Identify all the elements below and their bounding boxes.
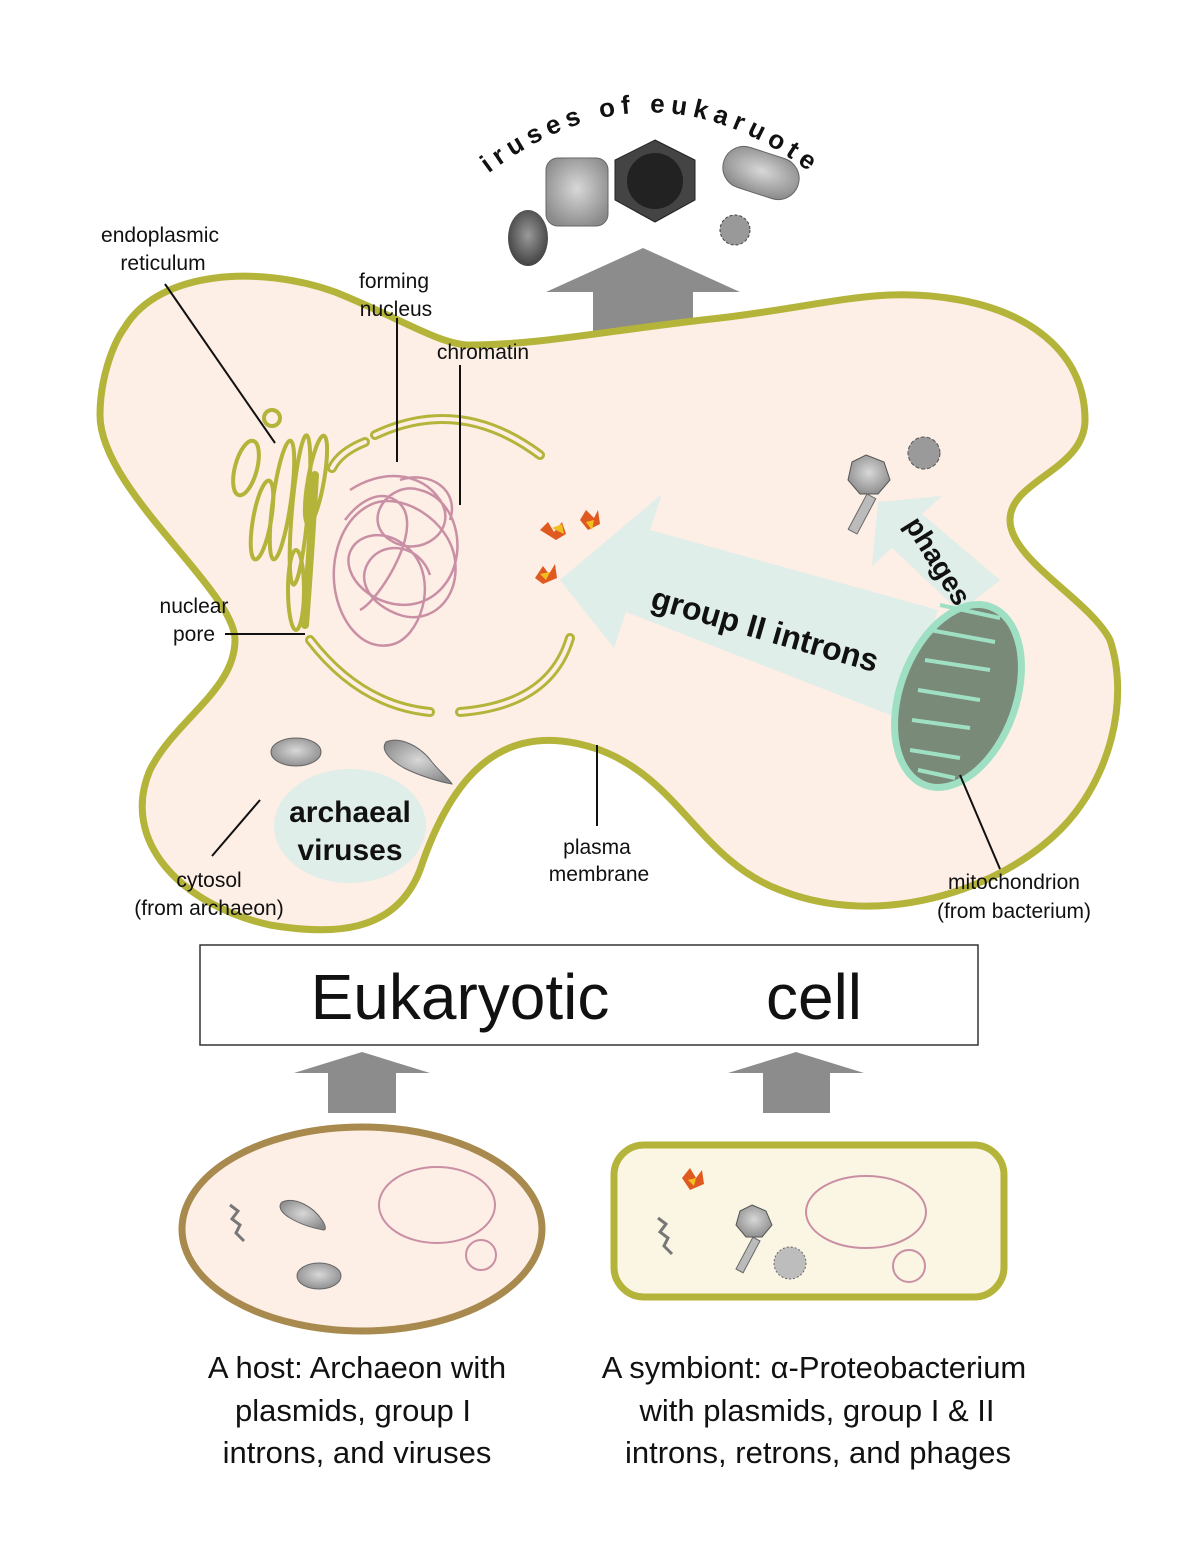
- virus-image-3-core: [627, 153, 683, 209]
- virus-image-5: [719, 214, 751, 246]
- eukaryotic-viruses-group: [508, 139, 800, 266]
- virus-image-4: [722, 145, 800, 201]
- label-chromatin: chromatin: [437, 341, 529, 364]
- label-mitochondrion-2: (from bacterium): [937, 900, 1091, 923]
- symbiont-phage-2: [773, 1246, 807, 1280]
- archaeal-viruses-label-1: archaeal: [289, 796, 411, 829]
- label-forming-nucleus-1: forming: [359, 270, 429, 293]
- symbiont-caption-1: A symbiont: α-Proteobacterium: [602, 1350, 1027, 1385]
- phages-arrow: [872, 496, 1000, 612]
- title-word-eukaryotic: Eukaryotic: [311, 961, 610, 1033]
- chromatin-tangle: [332, 474, 459, 647]
- label-nuclear-pore-2: pore: [173, 623, 215, 646]
- host-caption-1: A host: Archaeon with: [208, 1350, 506, 1385]
- archaeal-virus-1: [270, 737, 322, 767]
- host-group-i-intron: [229, 1203, 246, 1243]
- label-nuclear-pore-1: nuclear: [160, 595, 229, 618]
- symbiont-phage-tail: [735, 1236, 761, 1274]
- arrow-from-symbiont: [728, 1052, 864, 1113]
- mitochondrion: [891, 601, 1025, 791]
- cell-phages: [847, 436, 941, 535]
- symbiont-group-i-intron: [657, 1216, 674, 1256]
- callout-labels: endoplasmic reticulum forming nucleus ch…: [101, 224, 1091, 923]
- host-plasmid-small: [465, 1239, 497, 1271]
- host-caption-2: plasmids, group I: [235, 1393, 471, 1428]
- label-plasma-membrane-2: membrane: [549, 863, 649, 886]
- arrow-from-host: [294, 1052, 430, 1113]
- host-virus-2: [296, 1262, 342, 1290]
- group-ii-introns-arrow: [560, 494, 938, 720]
- captions: A host: Archaeon with plasmids, group I …: [208, 1350, 1026, 1470]
- symbiont-caption-3: introns, retrons, and phages: [625, 1435, 1011, 1470]
- symbiont-plasmid-small: [892, 1249, 926, 1283]
- nuclear-envelope-inner: [308, 417, 572, 714]
- label-er-1: endoplasmic: [101, 224, 219, 247]
- symbiont-bacterium: [610, 1141, 1008, 1301]
- symbiont-plasmid-large: [805, 1175, 927, 1249]
- symbiont-group-ii-intron-core: [688, 1178, 696, 1186]
- symbiont-caption-2: with plasmids, group I & II: [639, 1393, 995, 1428]
- host-archaeon: [178, 1123, 546, 1335]
- callout-lines: [164, 283, 1001, 870]
- label-plasma-membrane-1: plasma: [563, 836, 631, 859]
- title-box: [199, 944, 979, 1046]
- archaeal-viruses-bubble: [274, 769, 426, 883]
- host-virus-1: [279, 1200, 326, 1231]
- archaeal-virus-2: [383, 739, 453, 785]
- label-forming-nucleus-2: nucleus: [360, 298, 432, 321]
- host-plasmid-large: [378, 1166, 496, 1244]
- arrow-to-eukaryotic-viruses: [546, 248, 740, 338]
- virus-image-1: [508, 210, 548, 266]
- label-er-2: reticulum: [120, 252, 205, 275]
- archaeal-viruses-label-2: viruses: [297, 834, 402, 867]
- label-cytosol-2: (from archaeon): [134, 897, 283, 920]
- virus-image-2: [545, 157, 609, 227]
- host-caption-3: introns, and viruses: [223, 1435, 492, 1470]
- label-cytosol-1: cytosol: [176, 869, 241, 892]
- label-mitochondrion-1: mitochondrion: [948, 871, 1080, 894]
- title-word-cell: cell: [766, 961, 862, 1033]
- symbiont-phage-head: [735, 1204, 773, 1238]
- intron-rna-cluster: [535, 510, 600, 584]
- arc-title: Viruses of eukaruotes: [0, 0, 828, 180]
